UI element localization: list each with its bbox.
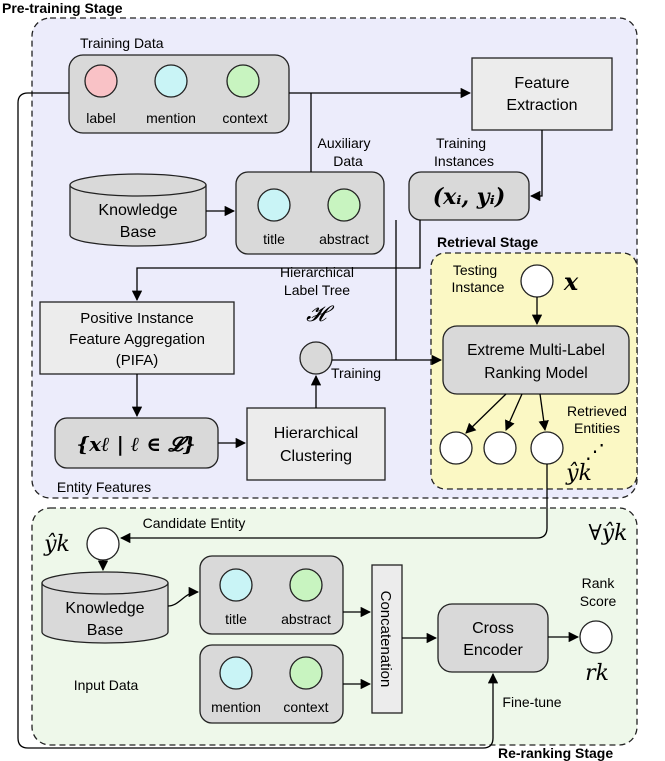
mention-circle [154, 64, 188, 98]
retrieved-entity-3 [530, 431, 564, 465]
cross-encoder-line1: Cross [472, 620, 514, 637]
edge-finetune-loop [17, 92, 499, 749]
title-circle [257, 188, 291, 222]
knowledge-base-line2: Base [120, 224, 157, 241]
input-data-label: Input Data [74, 677, 139, 693]
testing-line1: Testing [453, 262, 497, 278]
forall-symbol: ∀ŷk [588, 521, 627, 546]
clustering-line1: Hierarchical [274, 425, 358, 442]
feature-extraction-line2: Extraction [506, 97, 577, 114]
kb2-abstract-circle [289, 568, 323, 602]
retrieved-symbol: ŷk [565, 461, 592, 486]
rank-symbol: rk [585, 661, 609, 686]
kb2-title-text: title [225, 611, 247, 627]
rank-line1: Rank [582, 575, 616, 591]
retrieval-stage-label: Retrieval Stage [437, 234, 538, 250]
entity-features-math: {xℓ | ℓ ∈ 𝓛} [76, 432, 195, 456]
kb2-abstract-text: abstract [281, 611, 331, 627]
hlt-line1: Hierarchical [280, 264, 354, 280]
kb2-line1: Knowledge [65, 600, 144, 617]
retrieved-line1: Retrieved [567, 403, 627, 419]
cross-encoder-line2: Encoder [463, 642, 523, 659]
edge-kb2-data [167, 586, 200, 607]
concatenation-box [371, 564, 403, 714]
testing-symbol: x [563, 267, 579, 296]
input-context-circle [289, 656, 323, 690]
aux-abstract-text: abstract [319, 231, 369, 247]
pretraining-stage-label: Pre-training Stage [2, 0, 123, 16]
testing-line2: Instance [452, 279, 505, 295]
finetune-label: Fine-tune [502, 694, 561, 710]
label-circle [84, 64, 118, 98]
training-instances-line2: Instances [434, 153, 494, 169]
retrieved-dots: ⋰ [585, 439, 605, 463]
training-edge-label: Training [331, 365, 381, 381]
testing-instance-node [520, 264, 554, 298]
training-data-title: Training Data [80, 35, 164, 51]
input-context-text: context [283, 699, 328, 715]
candidate-symbol: ŷk [43, 532, 70, 557]
knowledge-base-cylinder [69, 173, 207, 247]
hlt-line2: Label Tree [284, 282, 350, 298]
rank-line2: Score [580, 593, 617, 609]
edge-xmr-entity2 [505, 393, 523, 431]
training-instances-line1: Training [436, 135, 486, 151]
training-instances-box [408, 171, 530, 221]
knowledge-base-cylinder-2 [41, 571, 169, 644]
clustering-box [246, 407, 386, 481]
retrieved-entity-1 [439, 431, 473, 465]
edge-featureextraction-instances [529, 130, 543, 202]
pifa-line1: Positive Instance [80, 310, 193, 327]
entity-features-label: Entity Features [57, 479, 151, 495]
auxiliary-line2: Data [333, 153, 363, 169]
edge-retrieved-candidate [119, 464, 548, 544]
feature-extraction-line1: Feature [514, 75, 569, 92]
context-circle [226, 64, 260, 98]
candidate-node [86, 527, 120, 561]
edge-xmr-entity3 [538, 393, 549, 432]
input-mention-circle [219, 656, 253, 690]
cross-encoder-box [437, 603, 549, 673]
knowledge-base-line1: Knowledge [98, 202, 177, 219]
rank-score-node [579, 620, 613, 654]
training-instances-math: (xᵢ, yᵢ) [433, 184, 506, 210]
xmr-line2: Ranking Model [484, 365, 587, 382]
input-mention-text: mention [211, 699, 261, 715]
clustering-line2: Clustering [280, 448, 352, 465]
concatenation-label: Concatenation [377, 591, 394, 688]
aux-title-text: title [263, 231, 285, 247]
edge-instances-pifa [131, 220, 421, 302]
pifa-line3: (PIFA) [116, 352, 159, 369]
mention-text: mention [146, 110, 196, 126]
candidate-label: Candidate Entity [143, 515, 246, 531]
auxiliary-line1: Auxiliary [318, 135, 371, 151]
kb2-line2: Base [87, 622, 124, 639]
xmr-line1: Extreme Multi-Label [467, 342, 605, 359]
pifa-line2: Feature Aggregation [69, 331, 205, 348]
label-text: label [86, 110, 116, 126]
retrieved-entity-2 [483, 431, 517, 465]
xmr-model-box [442, 325, 630, 395]
hlt-node [299, 341, 333, 375]
reranking-stage-label: Re-ranking Stage [498, 745, 613, 761]
context-text: context [222, 110, 267, 126]
abstract-circle [327, 188, 361, 222]
feature-extraction-box [471, 57, 613, 131]
kb2-title-circle [219, 568, 253, 602]
retrieved-line2: Entities [574, 420, 620, 436]
edge-xmr-entity1 [465, 393, 507, 434]
